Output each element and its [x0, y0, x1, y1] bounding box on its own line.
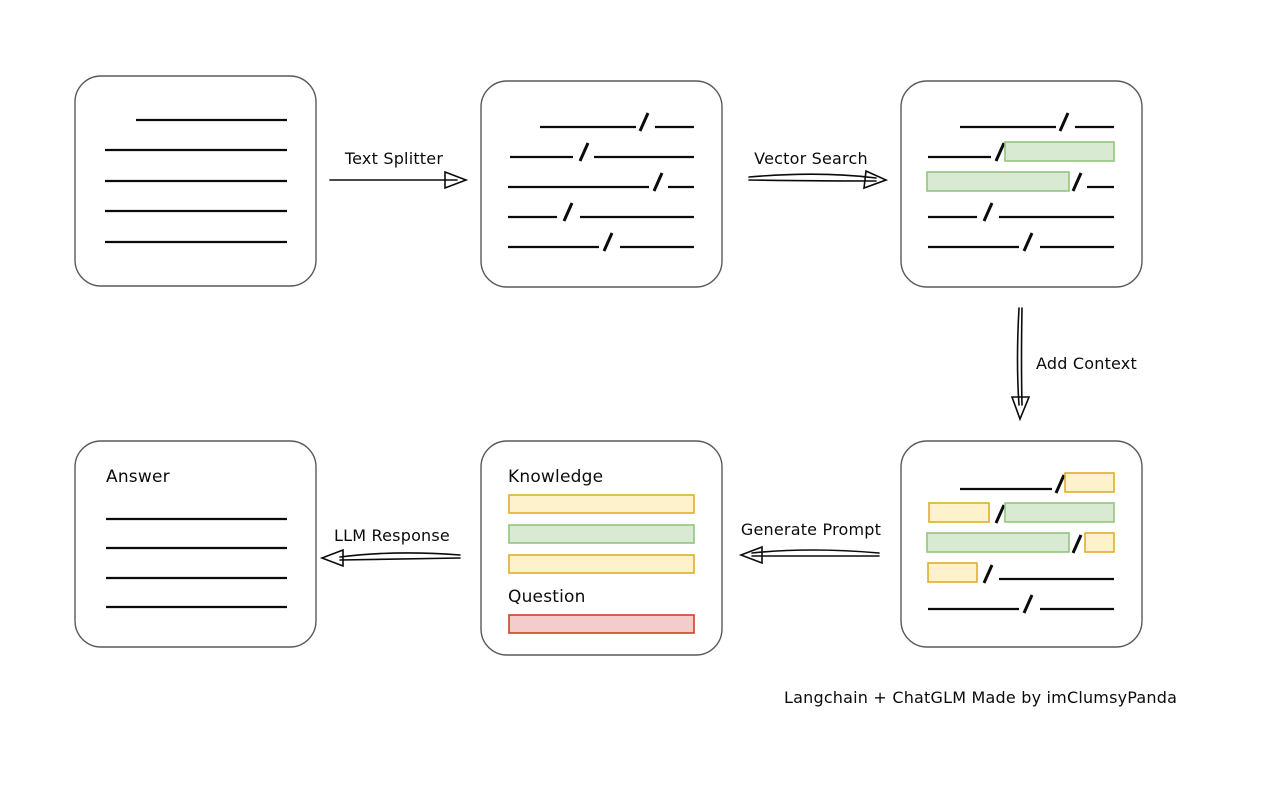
highlight-green[interactable] [1004, 141, 1115, 162]
split-document-lines [508, 112, 694, 252]
knowledge-item-yellow[interactable] [508, 494, 695, 514]
highlight-green[interactable] [926, 532, 1070, 553]
slash-mark [1058, 112, 1070, 132]
slash-mark [994, 504, 1006, 524]
question-label: Question [508, 587, 586, 607]
llm-response-arrow-head [319, 548, 344, 568]
highlight-yellow[interactable] [1064, 472, 1115, 493]
vector-search-arrow-line-b [748, 179, 877, 182]
vector-search-arrow-head [863, 169, 889, 190]
slash-mark [982, 564, 994, 584]
generate-prompt-arrow-head [738, 545, 763, 565]
question-item-red[interactable] [508, 614, 695, 634]
highlight-green[interactable] [926, 171, 1070, 192]
slash-mark [1022, 594, 1034, 614]
add-context-arrow-line-a [1016, 307, 1020, 406]
diagram-caption: Langchain + ChatGLM Made by imClumsyPand… [784, 688, 1177, 707]
edge-label-vector-search: Vector Search [754, 149, 868, 168]
highlight-yellow[interactable] [1084, 532, 1115, 553]
highlight-green[interactable] [1004, 502, 1115, 523]
matched-document-lines [926, 112, 1115, 252]
slash-mark [652, 172, 664, 192]
slash-mark [982, 202, 994, 222]
source-document-lines [105, 118, 287, 244]
edge-generate-prompt: Generate Prompt [738, 520, 881, 565]
slash-mark [638, 112, 650, 132]
context-document-lines [926, 472, 1115, 614]
add-context-arrow-head [1010, 396, 1031, 422]
vector-search-arrow-line-a [748, 173, 877, 179]
edge-vector-search: Vector Search [748, 149, 889, 190]
split-document-box[interactable] [480, 80, 723, 288]
edge-text-splitter: Text Splitter [329, 149, 469, 190]
highlight-yellow[interactable] [928, 502, 990, 523]
edge-llm-response: LLM Response [319, 526, 461, 568]
slash-mark [562, 202, 574, 222]
node-matched-document[interactable] [900, 80, 1143, 288]
node-split-document[interactable] [480, 80, 723, 288]
edge-label-add-context: Add Context [1036, 354, 1137, 373]
llm-response-arrow-line-b [339, 557, 461, 561]
slash-mark [602, 232, 614, 252]
answer-title: Answer [106, 467, 170, 487]
slash-mark [1022, 232, 1034, 252]
slash-mark [1071, 172, 1083, 192]
answer-box[interactable] [74, 440, 317, 648]
edge-add-context: Add Context [1010, 307, 1137, 422]
slash-mark [1054, 474, 1066, 494]
text-splitter-arrow-head [444, 170, 469, 190]
llm-response-arrow-line-a [339, 552, 461, 558]
add-context-arrow-line-b [1020, 307, 1023, 406]
edge-label-generate-prompt: Generate Prompt [741, 520, 881, 539]
node-context-document[interactable] [900, 440, 1143, 648]
knowledge-item-yellow[interactable] [508, 554, 695, 574]
generate-prompt-arrow-line-a [751, 549, 880, 554]
edge-label-llm-response: LLM Response [334, 526, 450, 545]
node-prompt[interactable]: Knowledge Question [480, 440, 723, 656]
slash-mark [578, 142, 590, 162]
knowledge-label: Knowledge [508, 467, 603, 487]
slash-mark [994, 142, 1006, 162]
node-source-document[interactable] [74, 75, 317, 287]
knowledge-item-green[interactable] [508, 524, 695, 544]
edge-label-text-splitter: Text Splitter [344, 149, 443, 168]
slash-mark [1071, 534, 1083, 554]
answer-lines [106, 517, 287, 609]
highlight-yellow[interactable] [927, 562, 978, 583]
node-answer[interactable]: Answer [74, 440, 317, 648]
